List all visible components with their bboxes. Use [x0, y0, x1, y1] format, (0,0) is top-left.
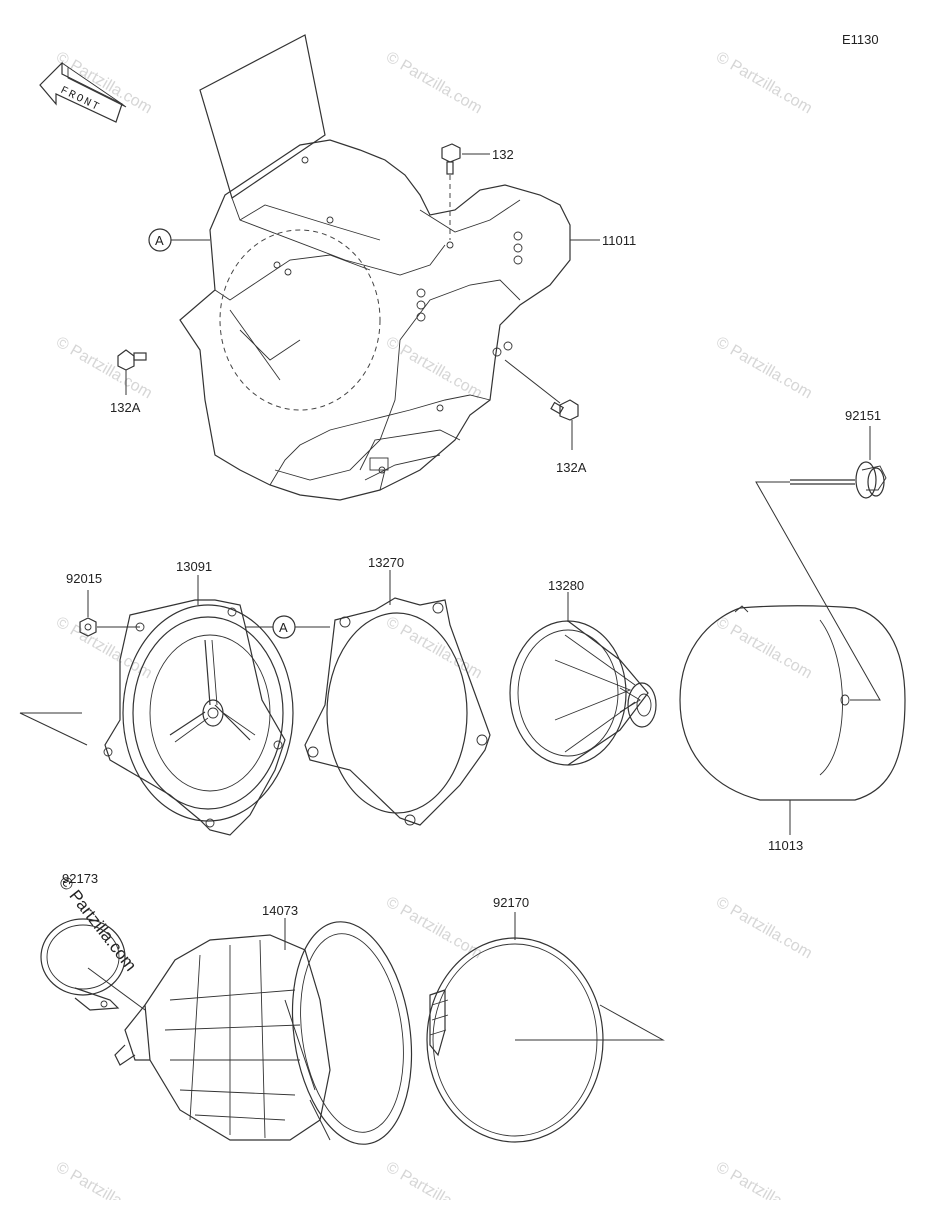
label-14073: 14073	[262, 903, 298, 918]
watermark: © Partzilla.com	[53, 1159, 155, 1200]
front-label: FRONT	[58, 85, 102, 115]
air-filter-element-11013	[679, 605, 906, 801]
label-92170: 92170	[493, 895, 529, 910]
air-cleaner-housing	[179, 34, 571, 501]
watermark: © Partzilla.com	[713, 1159, 815, 1200]
callout-a-middle: A	[279, 620, 288, 635]
label-92015: 92015	[66, 571, 102, 586]
holder-plate-13091	[103, 599, 294, 836]
label-132a-left: 132A	[110, 400, 141, 415]
label-13091: 13091	[176, 559, 212, 574]
bolt-132a-left-icon	[117, 349, 147, 371]
watermark: © Partzilla.com	[713, 894, 815, 963]
label-13270: 13270	[368, 555, 404, 570]
watermark: © Partzilla.com	[53, 49, 155, 118]
clamp-92173	[40, 918, 126, 1011]
label-11013: 11013	[768, 838, 803, 853]
diagram-code: E1130	[842, 32, 879, 47]
label-92151: 92151	[845, 408, 881, 423]
watermark: © Partzilla.com	[53, 334, 155, 403]
label-132a-right: 132A	[556, 460, 587, 475]
label-132: 132	[492, 147, 514, 162]
watermark: © Partzilla.com	[713, 614, 815, 683]
watermark: © Partzilla.com	[383, 1159, 485, 1200]
nut-92015-icon	[79, 617, 97, 637]
callout-a-top: A	[155, 233, 164, 248]
label-13280: 13280	[548, 578, 584, 593]
label-11011: 11011	[602, 233, 636, 248]
wing-bolt-92151-icon	[790, 461, 887, 499]
air-duct-14073	[114, 921, 413, 1145]
filter-cage-13280	[509, 620, 657, 766]
watermark: © Partzilla.com	[383, 614, 485, 683]
bolt-132-icon	[441, 143, 461, 175]
watermark: © Partzilla.com	[383, 49, 485, 118]
watermark: © Partzilla.com	[713, 49, 815, 118]
label-92173: 92173	[62, 871, 98, 886]
watermark-dark: © Partzilla.com	[55, 873, 141, 975]
gasket-13270	[304, 597, 491, 826]
watermark: © Partzilla.com	[713, 334, 815, 403]
watermark: © Partzilla.com	[383, 334, 485, 403]
bolt-132a-right-icon	[550, 399, 579, 421]
